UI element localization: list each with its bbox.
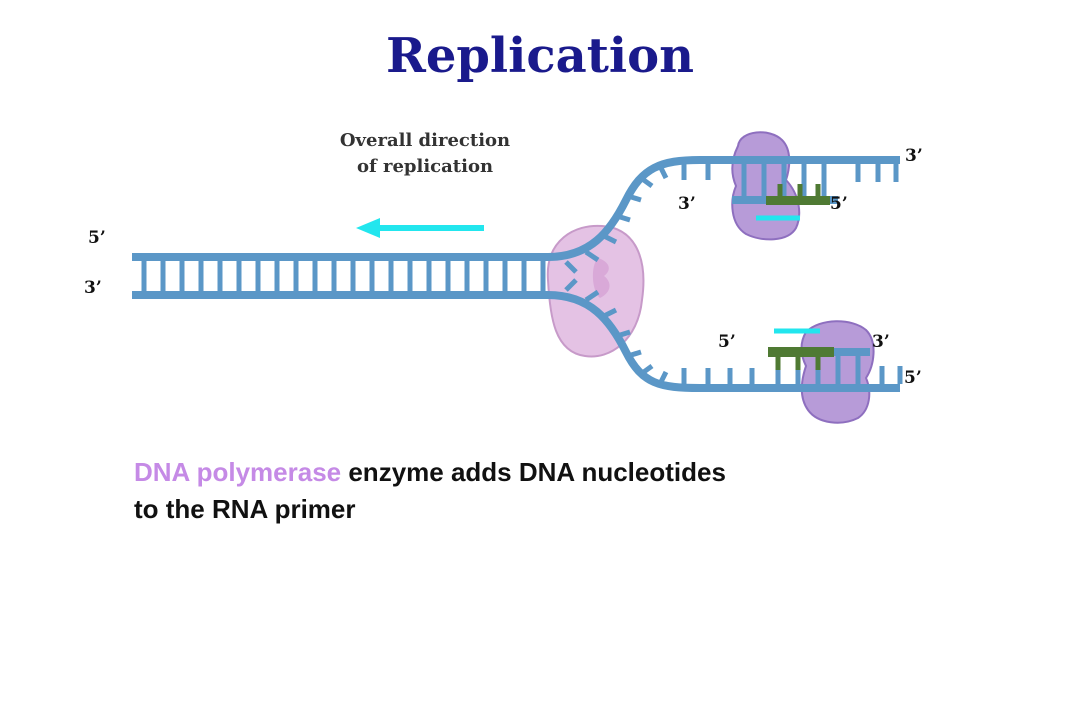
caption-line1: DNA polymerase enzyme adds DNA nucleotid… <box>134 454 954 491</box>
direction-label: Overall direction of replication <box>320 128 530 180</box>
upper-paired-rungs <box>741 164 827 196</box>
direction-arrow <box>356 218 484 238</box>
lower-fork-base-stubs <box>564 278 903 386</box>
upper-rna-primer <box>766 184 830 205</box>
parental-top-strand <box>132 156 900 261</box>
lower-primer-left-label: 5’ <box>718 332 736 352</box>
lower-rna-primer <box>768 347 834 370</box>
caption-line2: to the RNA primer <box>134 494 356 524</box>
upper-fork-base-stubs <box>564 164 899 274</box>
caption-highlight: DNA polymerase <box>134 457 342 487</box>
direction-label-line2: of replication <box>356 156 494 177</box>
base-pair-rungs <box>141 261 546 291</box>
left-bottom-3prime-label: 3’ <box>84 278 102 298</box>
upper-fork-end-label: 3’ <box>905 146 923 166</box>
caption: DNA polymerase enzyme adds DNA nucleotid… <box>134 454 954 528</box>
upper-primer-left-label: 3’ <box>678 194 696 214</box>
caption-rest-line1: enzyme adds DNA nucleotides <box>341 457 726 487</box>
page-title: Replication <box>385 28 695 84</box>
parental-bottom-strand <box>132 291 900 392</box>
direction-label-line1: Overall direction <box>339 130 511 151</box>
upper-primer-right-label: 5’ <box>830 194 848 214</box>
lower-primer-right-label: 3’ <box>872 332 890 352</box>
left-top-5prime-label: 5’ <box>88 228 106 248</box>
lower-fork-end-label: 5’ <box>904 368 922 388</box>
